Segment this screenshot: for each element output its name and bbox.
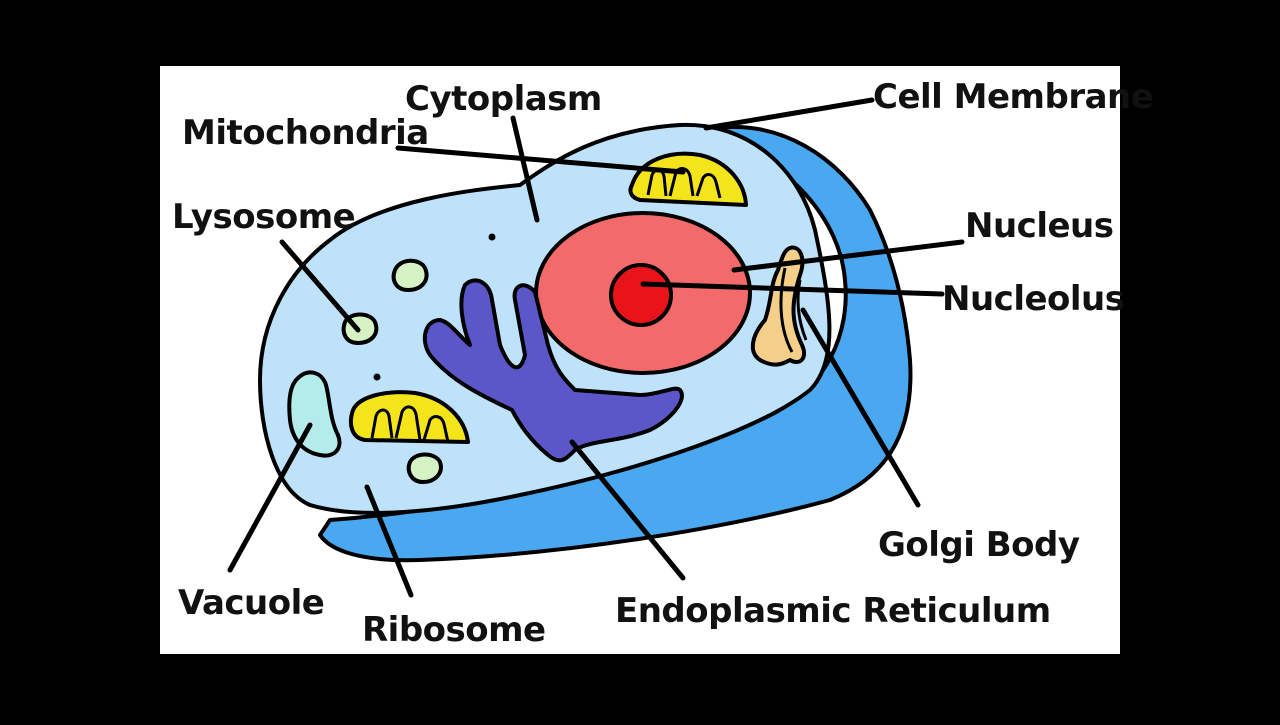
golgi-fold-line: [796, 279, 808, 341]
cytoplasm-leader: [510, 115, 540, 223]
mitochondrion-bottom-shape: [348, 390, 470, 444]
endoplasmic-reticulum-leader: [569, 439, 686, 581]
label-mitochondria: Mitochondria: [182, 113, 429, 153]
label-cell-membrane: Cell Membrane: [873, 77, 1153, 117]
mitochondria-leader: [395, 145, 686, 175]
nucleus-leader: [731, 239, 965, 273]
ribosome-dot: [488, 233, 496, 241]
vacuole-leader: [227, 422, 313, 573]
label-cytoplasm: Cytoplasm: [405, 79, 602, 119]
label-lysosome: Lysosome: [172, 197, 355, 237]
label-golgi-body: Golgi Body: [878, 525, 1080, 565]
ribosome-leader: [364, 484, 414, 598]
lysosome-leader: [279, 239, 361, 333]
golgi-body-leader: [800, 307, 921, 508]
label-ribosome: Ribosome: [362, 610, 546, 650]
endoplasmic-reticulum-shape: [422, 278, 684, 463]
label-endoplasmic-reticulum: Endoplasmic Reticulum: [615, 591, 1051, 631]
golgi-fold-line: [779, 267, 794, 353]
lysosome-shape: [391, 258, 429, 292]
label-nucleus: Nucleus: [965, 206, 1113, 246]
nucleolus-leader: [640, 281, 945, 297]
cell-membrane-leader: [703, 97, 875, 131]
label-vacuole: Vacuole: [178, 583, 324, 623]
lysosome-shape: [406, 452, 443, 484]
ribosome-dot: [373, 373, 381, 381]
mitochondrion-cristae: [370, 405, 450, 443]
label-nucleolus: Nucleolus: [942, 279, 1124, 319]
nucleolus-shape: [609, 263, 673, 327]
cell-membrane-side: [318, 125, 913, 563]
golgi-body-shape: [750, 245, 807, 367]
